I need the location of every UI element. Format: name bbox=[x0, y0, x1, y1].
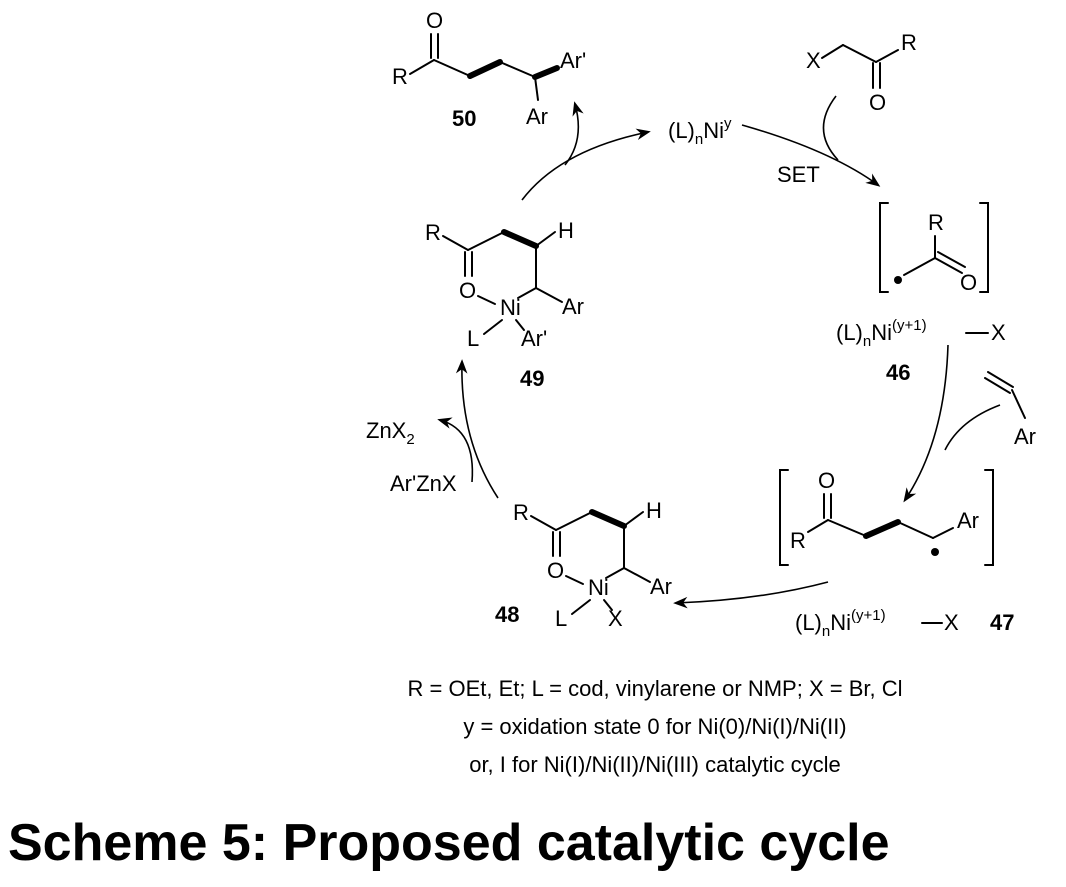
svg-text:R: R bbox=[425, 220, 441, 245]
svg-text:L: L bbox=[555, 606, 567, 631]
compound-47-nickel: (L)nNi(y+1) X 47 bbox=[795, 607, 1014, 640]
svg-text:R: R bbox=[928, 210, 944, 235]
compound-49-label: 49 bbox=[520, 366, 544, 391]
svg-text:X: X bbox=[608, 606, 623, 631]
compound-48-complex: R H Ar O Ni L X 48 bbox=[495, 498, 672, 631]
svg-text:O: O bbox=[869, 90, 886, 115]
arznx-label: Ar'ZnX bbox=[390, 471, 457, 496]
arrow-49-to-catalyst bbox=[521, 128, 651, 201]
scheme-title: Scheme 5: Proposed catalytic cycle bbox=[8, 814, 890, 872]
compound-49-complex: R H Ar O Ni L Ar' 49 bbox=[425, 218, 584, 391]
compound-50-product: O R Ar' Ar 50 bbox=[392, 8, 586, 131]
svg-text:Ar: Ar bbox=[562, 294, 584, 319]
catalyst-label: (L)nNiy bbox=[668, 115, 732, 148]
styrene-reagent: Ar bbox=[984, 371, 1036, 449]
compound-46-radical: R O (L)nNi(y+1) X 46 bbox=[836, 202, 1006, 385]
svg-text:Ar: Ar bbox=[650, 574, 672, 599]
svg-text:Ni: Ni bbox=[500, 295, 521, 320]
set-arrow bbox=[741, 124, 881, 187]
arrow-46-to-47 bbox=[903, 344, 949, 503]
svg-text:R: R bbox=[901, 30, 917, 55]
compound-50-label: 50 bbox=[452, 106, 476, 131]
svg-text:Ar': Ar' bbox=[521, 326, 547, 351]
arrow-47-to-48 bbox=[673, 581, 829, 609]
compound-46-label: 46 bbox=[886, 360, 910, 385]
atom-r: R bbox=[392, 64, 408, 89]
atom-o: O bbox=[426, 8, 443, 33]
svg-text:X: X bbox=[991, 320, 1006, 345]
reagent-entry-arrow bbox=[822, 95, 839, 161]
svg-text:Ar: Ar bbox=[957, 508, 979, 533]
caption-line-3: or, I for Ni(I)/Ni(II)/Ni(III) catalytic… bbox=[469, 752, 841, 777]
znx2-label: ZnX2 bbox=[366, 418, 415, 448]
alkyl-halide-reagent: X R O bbox=[806, 30, 917, 115]
svg-text:O: O bbox=[818, 468, 835, 493]
svg-text:O: O bbox=[459, 278, 476, 303]
caption-line-2: y = oxidation state 0 for Ni(0)/Ni(I)/Ni… bbox=[463, 714, 847, 739]
svg-text:H: H bbox=[646, 498, 662, 523]
svg-text:O: O bbox=[960, 270, 977, 295]
compound-47-radical: O R Ar bbox=[779, 468, 994, 566]
svg-text:X: X bbox=[944, 610, 959, 635]
svg-text:(L)nNiy: (L)nNiy bbox=[668, 115, 732, 148]
svg-text:(L)nNi(y+1): (L)nNi(y+1) bbox=[836, 317, 927, 350]
svg-text:H: H bbox=[558, 218, 574, 243]
svg-text:R: R bbox=[790, 528, 806, 553]
svg-text:L: L bbox=[467, 326, 479, 351]
svg-text:R: R bbox=[513, 500, 529, 525]
svg-text:X: X bbox=[806, 48, 821, 73]
compound-47-label: 47 bbox=[990, 610, 1014, 635]
set-label: SET bbox=[777, 162, 820, 187]
znx2-release-arrow bbox=[437, 417, 474, 483]
svg-text:Ni: Ni bbox=[588, 575, 609, 600]
atom-ar: Ar bbox=[526, 104, 548, 129]
svg-text:O: O bbox=[547, 558, 564, 583]
product-release-arrow bbox=[564, 101, 584, 166]
svg-text:(L)nNi(y+1): (L)nNi(y+1) bbox=[795, 607, 886, 640]
svg-text:Ar: Ar bbox=[1014, 424, 1036, 449]
compound-48-label: 48 bbox=[495, 602, 519, 627]
atom-ar-prime: Ar' bbox=[560, 48, 586, 73]
caption-line-1: R = OEt, Et; L = cod, vinylarene or NMP;… bbox=[407, 676, 903, 701]
arrow-48-to-49 bbox=[455, 359, 499, 499]
styrene-entry-arrow bbox=[944, 404, 1001, 451]
